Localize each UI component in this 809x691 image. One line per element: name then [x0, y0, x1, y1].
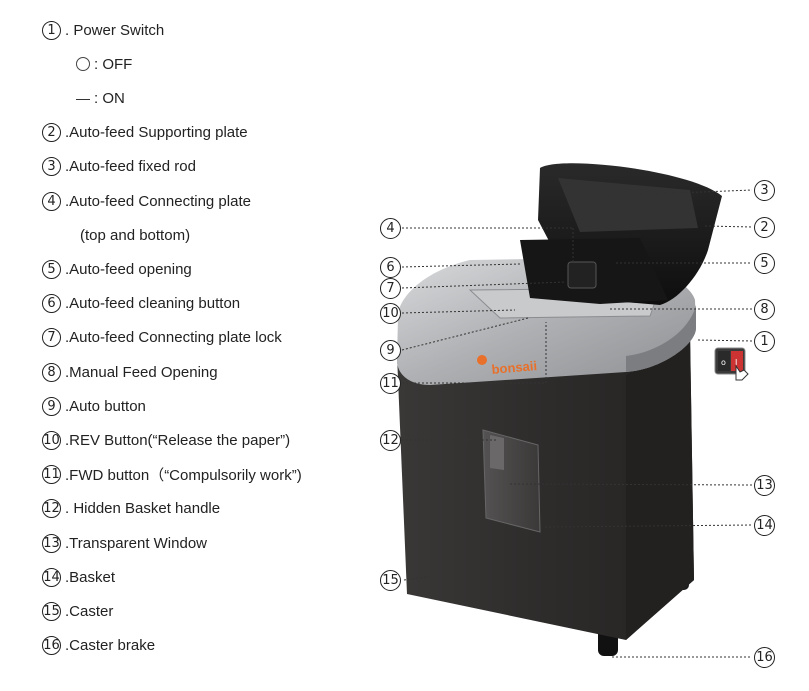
callout-6: 6	[380, 257, 401, 278]
legend-label: .Caster	[65, 602, 114, 620]
legend-label: .Auto-feed cleaning button	[65, 294, 241, 312]
switch-on-mark: I	[735, 358, 737, 367]
leader-13	[509, 483, 753, 486]
callout-11: 11	[380, 373, 401, 394]
legend-item-12: 12. Hidden Basket handle	[42, 496, 220, 520]
cabinet-side	[626, 335, 694, 640]
callout-9: 9	[380, 340, 401, 361]
legend-item-5: 5.Auto-feed opening	[42, 257, 192, 281]
legend-item-10: 10.REV Button(“Release the paper”)	[42, 428, 290, 452]
legend-label: .Auto-feed fixed rod	[65, 157, 196, 175]
legend-label: . Hidden Basket handle	[65, 499, 221, 517]
number-badge: 10	[42, 430, 61, 450]
legend-label: .Auto button	[65, 397, 146, 415]
number-badge: 6	[42, 293, 61, 313]
callout-5: 5	[754, 253, 775, 274]
callout-7: 7	[380, 278, 401, 299]
legend-label: .Caster brake	[65, 636, 156, 654]
legend-item-8: 8.Manual Feed Opening	[42, 360, 218, 384]
callout-1: 1	[754, 331, 775, 352]
bonsaii-logo: bonsaii	[477, 355, 538, 377]
number-badge: 5	[42, 259, 61, 279]
legend-label: : ON	[94, 89, 125, 107]
leader-lines	[401, 189, 753, 658]
callout-14: 14	[754, 515, 775, 536]
leader-3	[599, 189, 753, 197]
legend-label: .Auto-feed Supporting plate	[65, 123, 248, 141]
hand-cursor-icon	[735, 364, 749, 381]
number-badge: 8	[42, 362, 61, 382]
number-badge: 16	[42, 635, 61, 655]
number-badge: 1	[42, 20, 61, 40]
legend-label: .Auto-feed Connecting plate	[65, 192, 251, 210]
auto-feed-connecting-plate-lock	[567, 261, 597, 289]
legend-label: .REV Button(“Release the paper”)	[65, 431, 291, 449]
leader-1	[697, 339, 753, 342]
legend-label: .Auto-feed Connecting plate lock	[65, 328, 282, 346]
number-badge: 13	[42, 533, 61, 553]
leader-9	[401, 317, 529, 351]
legend-item-2: 2.Auto-feed Supporting plate	[42, 120, 248, 144]
legend-item-11: 11.FWD button（“Compulsorily work”)	[42, 462, 302, 486]
legend-item-4: 4.Auto-feed Connecting plate	[42, 189, 251, 213]
legend-label: .Transparent Window	[65, 534, 208, 552]
legend-item-3: 3.Auto-feed fixed rod	[42, 154, 196, 178]
legend-label: . Power Switch	[65, 21, 165, 39]
legend-item-9: 9.Auto button	[42, 394, 146, 418]
number-badge: 2	[42, 122, 61, 142]
leader-15	[403, 576, 429, 581]
leader-7	[401, 281, 567, 289]
off-symbol-icon	[76, 57, 90, 71]
callout-4: 4	[380, 218, 401, 239]
auto-feed-fixed-rod	[558, 178, 698, 232]
legend-item-7: 7.Auto-feed Connecting plate lock	[42, 325, 282, 349]
callout-3: 3	[754, 180, 775, 201]
top-cover-edge	[626, 305, 696, 372]
number-badge: 11	[42, 464, 61, 484]
on-symbol-icon	[76, 98, 90, 100]
legend-item-4-note: (top and bottom)	[80, 223, 190, 247]
legend-item-off: : OFF	[76, 52, 132, 76]
callout-12: 12	[380, 430, 401, 451]
legend-item-1: 1. Power Switch	[42, 18, 164, 42]
legend-item-on: : ON	[76, 86, 125, 110]
number-badge: 12	[42, 498, 61, 518]
number-badge: 7	[42, 327, 61, 347]
legend-item-13: 13.Transparent Window	[42, 531, 207, 555]
callout-10: 10	[380, 303, 401, 324]
switch-off-mark: o	[721, 358, 726, 367]
number-badge: 3	[42, 156, 61, 176]
leader-10	[401, 309, 516, 314]
number-badge: 4	[42, 191, 61, 211]
callout-13: 13	[754, 475, 775, 496]
callout-15: 15	[380, 570, 401, 591]
power-switch-icon: o I	[714, 347, 749, 381]
hidden-basket-handle	[490, 435, 504, 470]
legend-label: .Basket	[65, 568, 116, 586]
legend-item-6: 6.Auto-feed cleaning button	[42, 291, 240, 315]
legend-item-14: 14.Basket	[42, 565, 115, 589]
number-badge: 9	[42, 396, 61, 416]
callout-16: 16	[754, 647, 775, 668]
legend-label: .Auto-feed opening	[65, 260, 192, 278]
legend-item-16: 16.Caster brake	[42, 633, 155, 657]
callout-2: 2	[754, 217, 775, 238]
callout-8: 8	[754, 299, 775, 320]
legend-label: : OFF	[94, 55, 133, 73]
legend-item-15: 15.Caster	[42, 599, 113, 623]
legend-label: .FWD button（“Compulsorily work”)	[65, 466, 302, 484]
brand-text: bonsaii	[491, 358, 538, 377]
number-badge: 15	[42, 601, 61, 621]
legend-label: (top and bottom)	[80, 226, 191, 244]
legend-label: .Manual Feed Opening	[65, 363, 218, 381]
number-badge: 14	[42, 567, 61, 587]
leader-14	[544, 524, 753, 528]
cabinet-body	[397, 330, 694, 640]
